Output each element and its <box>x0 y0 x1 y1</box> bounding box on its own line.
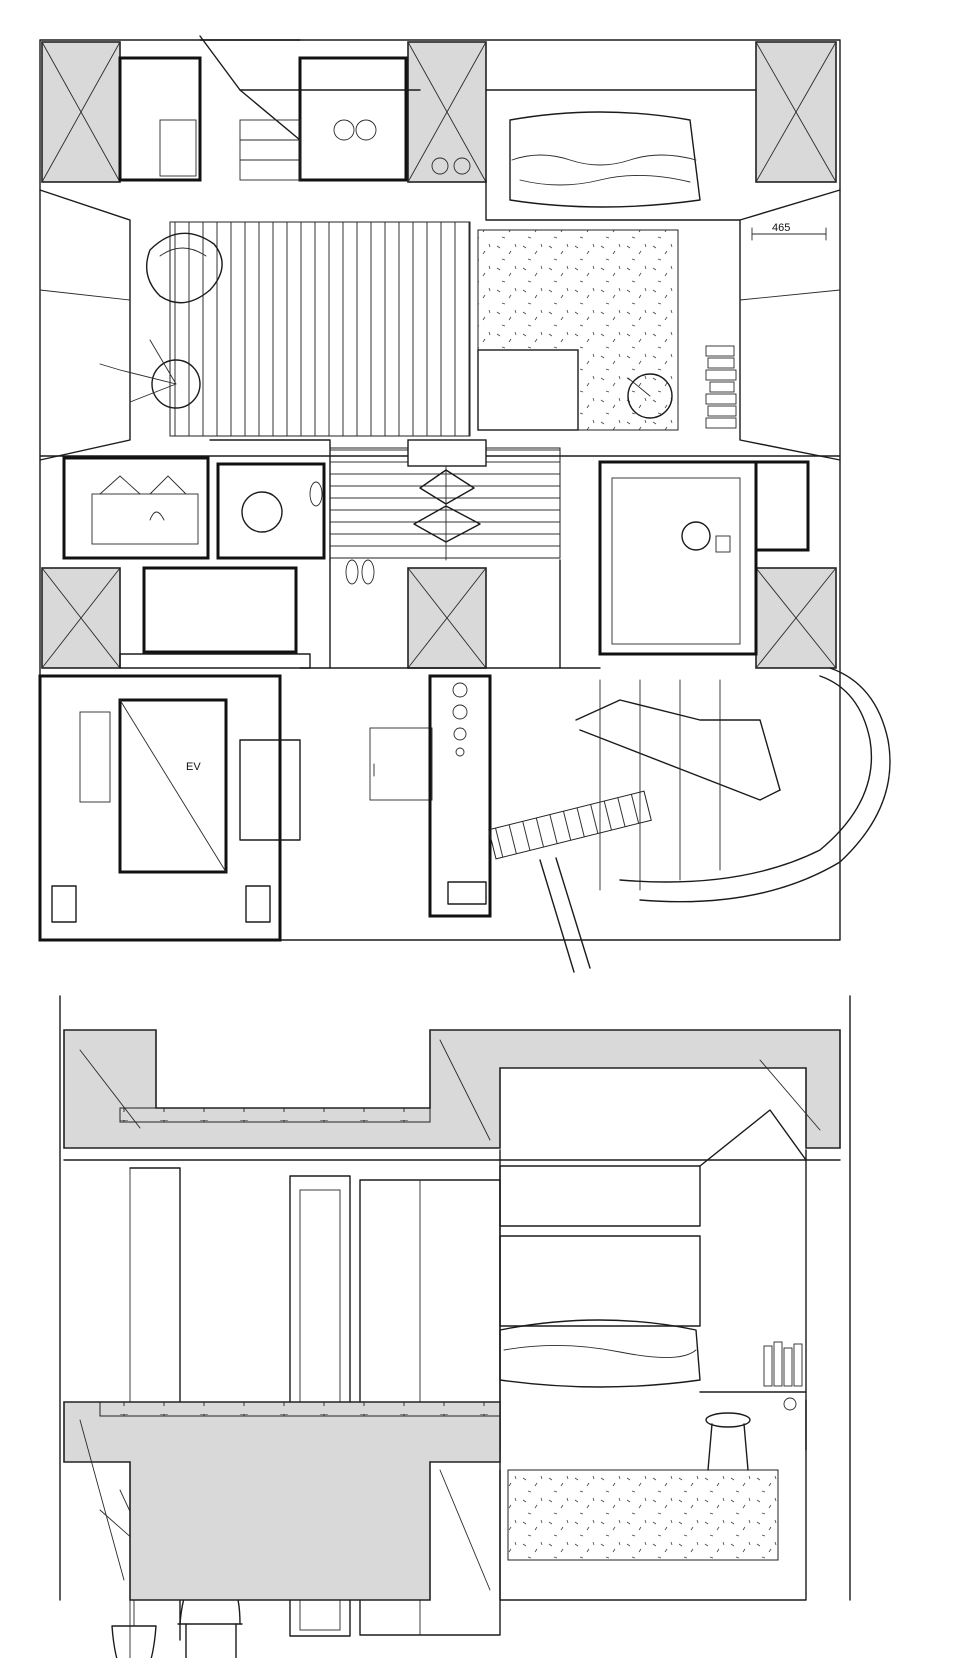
column-top-left <box>41 41 121 183</box>
bed <box>509 111 701 208</box>
section-stool <box>705 1412 751 1471</box>
book-stack <box>705 345 737 429</box>
elevator-label: EV <box>186 761 201 773</box>
wood-floor <box>169 221 471 437</box>
column-top-mid <box>407 41 487 183</box>
axonometric-plan: 465 <box>38 35 891 973</box>
lower-room-floor <box>507 1469 779 1561</box>
column-mid-left <box>41 567 121 669</box>
dimension-label: 465 <box>772 222 790 234</box>
stool <box>627 373 673 419</box>
column-mid-center <box>407 567 487 669</box>
stair-structure <box>488 667 891 973</box>
armchair <box>146 232 223 304</box>
pendant-lamp <box>413 465 481 561</box>
plant-pot <box>99 339 201 409</box>
dimension-annotation: 465 <box>751 222 827 241</box>
column-top-right <box>755 41 837 183</box>
building-section <box>59 995 851 1658</box>
section-books <box>763 1341 803 1387</box>
column-mid-right <box>755 567 837 669</box>
elevator-core: EV <box>38 674 282 942</box>
